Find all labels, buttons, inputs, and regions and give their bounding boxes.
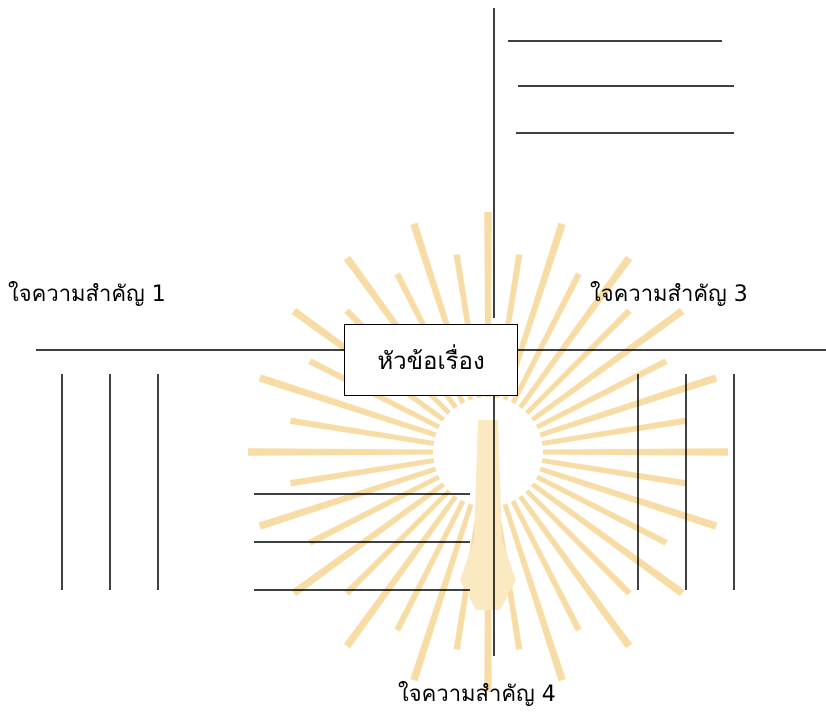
watermark-ray: [542, 418, 686, 446]
idea-label-4: ใจความสำคัญ 4: [398, 684, 556, 706]
watermark-ray: [290, 458, 434, 486]
center-topic-box: หัวข้อเรื่อง: [344, 324, 518, 396]
watermark-ray: [542, 458, 686, 486]
watermark-ray: [290, 418, 434, 446]
watermark-ray: [543, 448, 728, 456]
center-topic-text: หัวข้อเรื่อง: [377, 341, 484, 380]
idea-label-1: ใจความสำคัญ 1: [8, 284, 166, 306]
idea-label-3: ใจความสำคัญ 3: [590, 284, 748, 306]
watermark-ray: [248, 448, 433, 456]
